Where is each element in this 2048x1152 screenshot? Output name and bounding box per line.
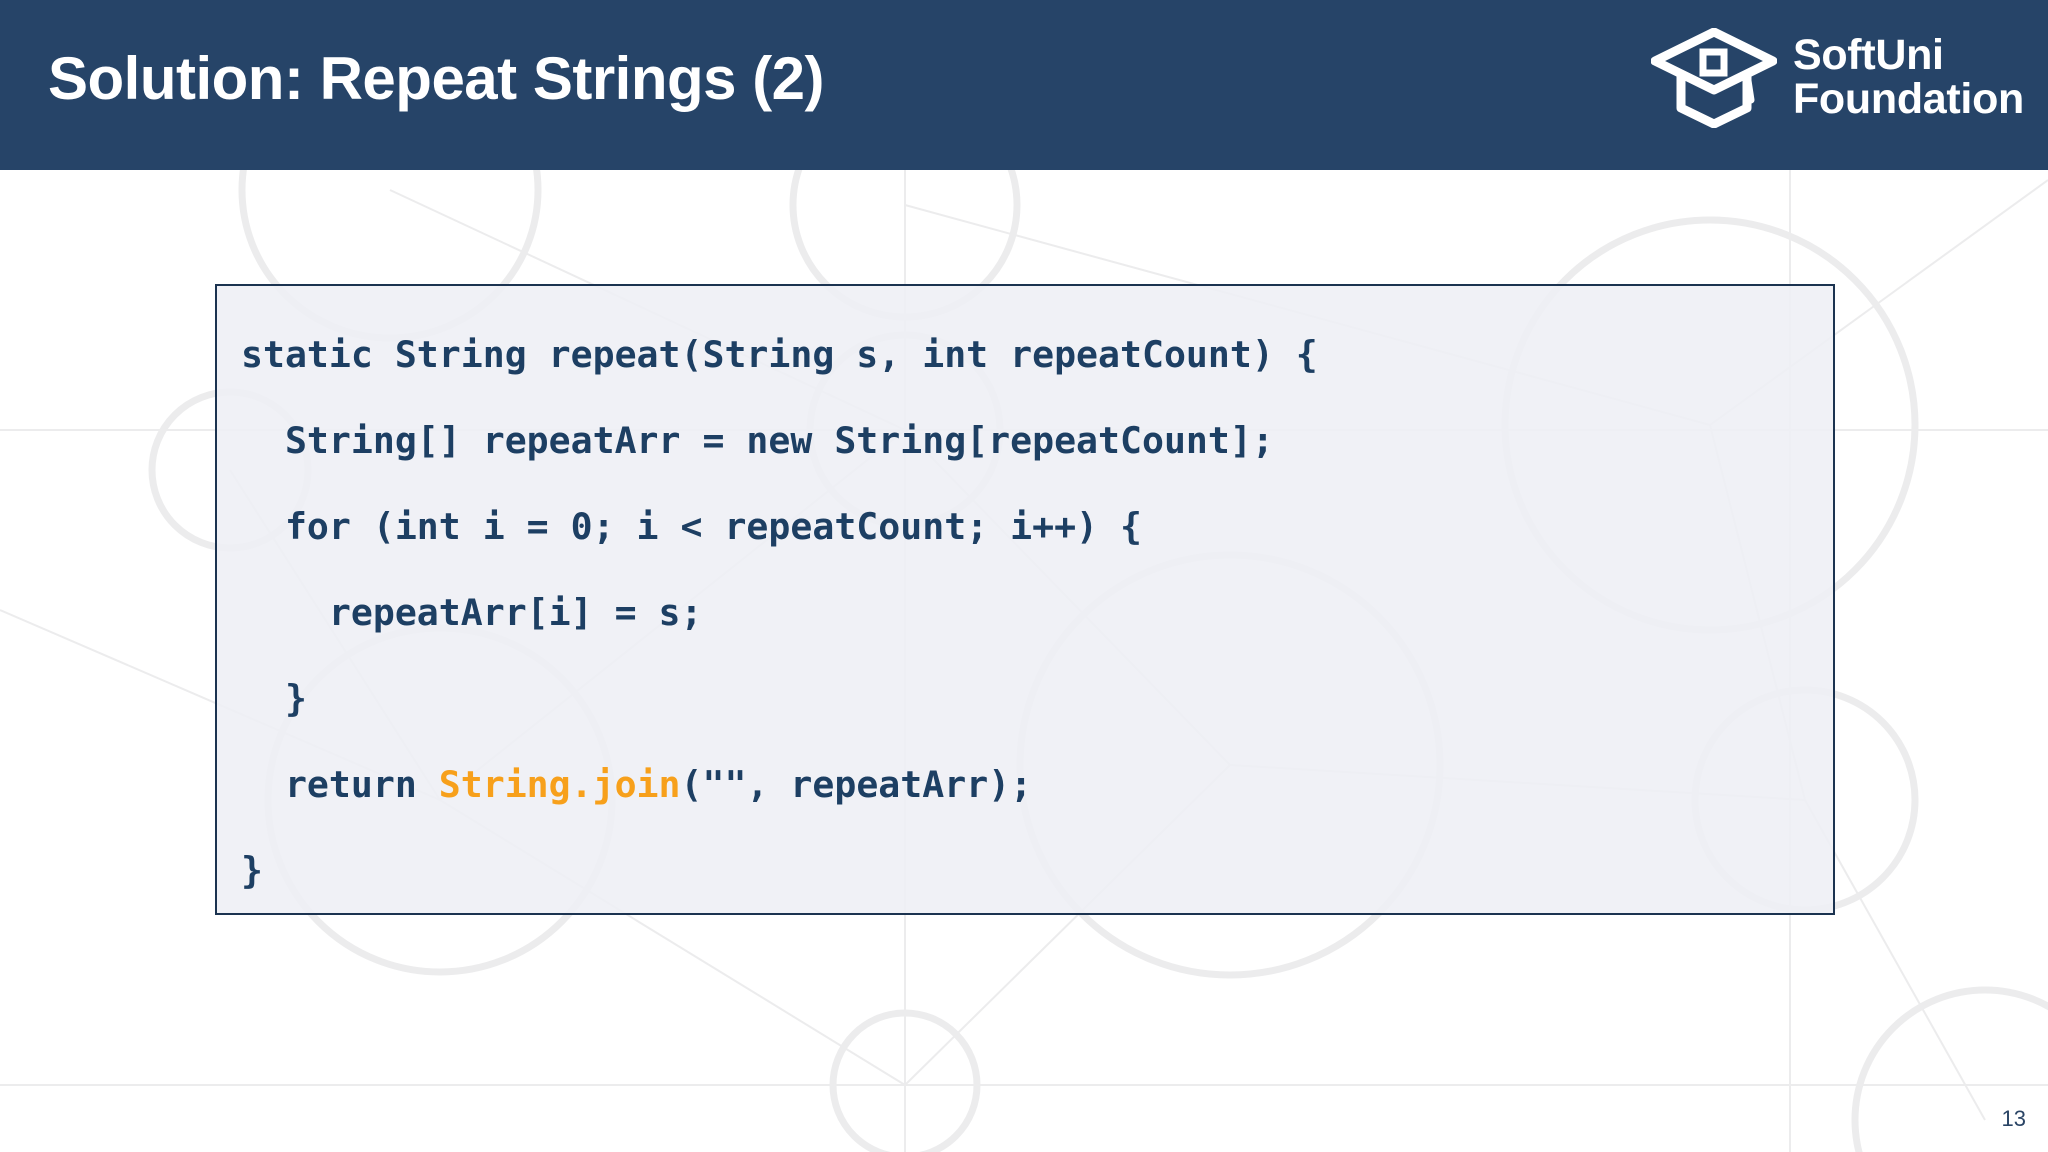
page-title: Solution: Repeat Strings (2)	[48, 45, 825, 112]
code-listing: static String repeat(String s, int repea…	[217, 312, 1833, 914]
logo-wordmark: SoftUni Foundation	[1792, 31, 2024, 123]
code-line: String[] repeatArr = new String[repeatCo…	[241, 419, 1274, 462]
code-token: return	[284, 763, 439, 806]
code-token: }	[284, 677, 307, 720]
code-line: repeatArr[i] = s;	[241, 591, 703, 634]
logo-line-softuni: SoftUni	[1792, 31, 1944, 80]
code-token: ("", repeatArr);	[680, 763, 1033, 806]
slide-header-bar: Solution: Repeat Strings (2) SoftUni Fou…	[0, 0, 2048, 170]
code-line: static String repeat(String s, int repea…	[241, 333, 1318, 376]
code-token: String[] repeatArr = new String[repeatCo…	[284, 419, 1274, 462]
code-token-highlight: String.join	[438, 763, 681, 806]
page-number: 13	[2001, 1106, 2026, 1131]
code-line: return String.join("", repeatArr);	[241, 763, 1032, 806]
graduation-cap-icon	[1650, 28, 1777, 128]
logo-line-foundation: Foundation	[1792, 75, 2024, 123]
code-token: repeatArr[i] = s;	[328, 591, 703, 634]
code-line: }	[241, 849, 263, 892]
code-block: static String repeat(String s, int repea…	[215, 284, 1835, 915]
code-token: }	[241, 849, 263, 892]
code-line: }	[241, 677, 307, 720]
code-token: static String repeat(String s, int repea…	[241, 333, 1318, 376]
softuni-foundation-logo: SoftUni Foundation	[1650, 22, 2024, 134]
code-token: for (int i = 0; i < repeatCount; i++) {	[284, 505, 1142, 548]
code-line: for (int i = 0; i < repeatCount; i++) {	[241, 505, 1142, 548]
